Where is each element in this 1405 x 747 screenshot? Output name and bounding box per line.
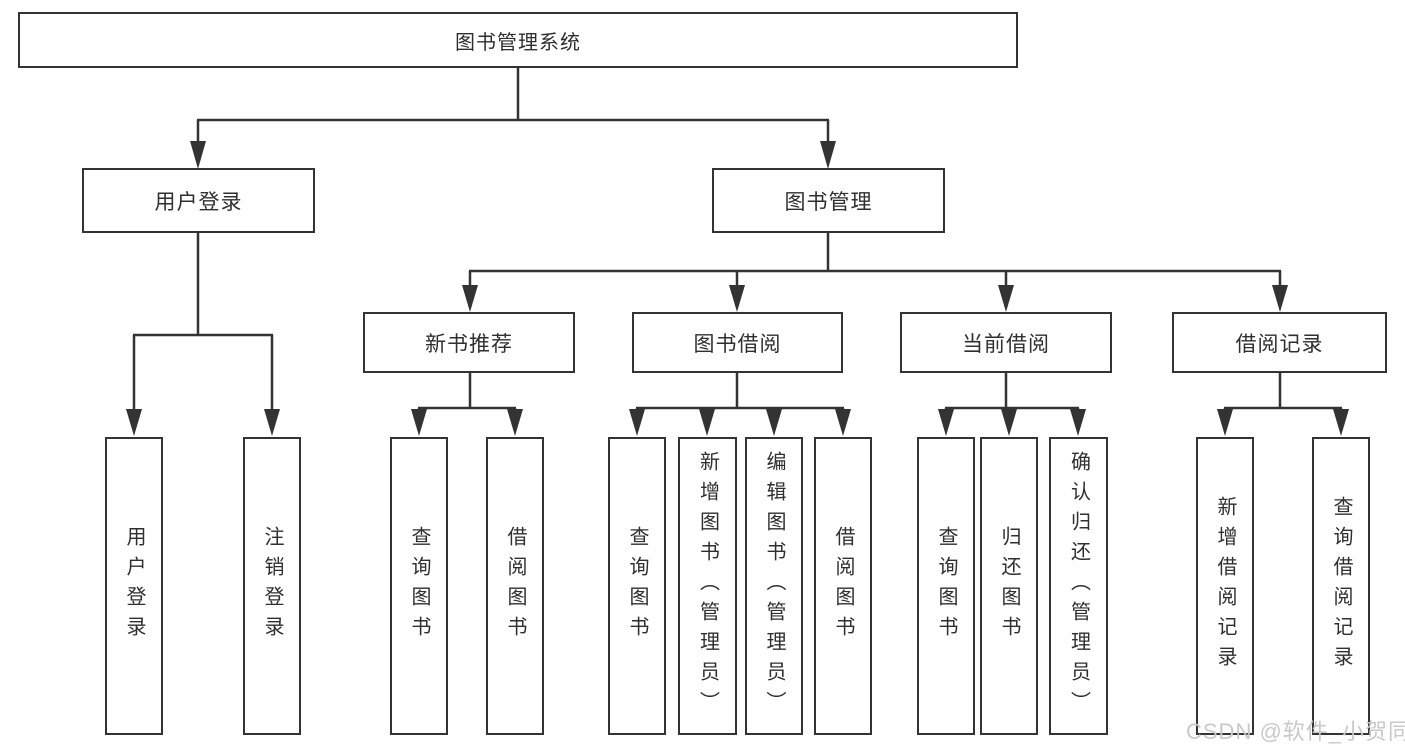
connector-newbook-to-children (417, 373, 517, 413)
arrowhead (462, 285, 478, 312)
leaf-query-books-current: 查询图书 (917, 437, 975, 735)
arrowhead (629, 409, 645, 436)
node-library-management-system: 图书管理系统 (18, 12, 1018, 68)
arrowhead (507, 409, 523, 436)
leaf-query-borrow-record: 查询借阅记录 (1312, 437, 1370, 735)
leaf-borrow-books: 借阅图书 (814, 437, 872, 735)
connector-currentborrow-to-children (944, 373, 1080, 413)
leaf-user-login: 用户登录 (105, 437, 163, 735)
arrowhead (1333, 409, 1349, 436)
connector-userlogin-to-children (132, 233, 274, 411)
arrowhead (1217, 409, 1233, 436)
arrowhead (766, 409, 782, 436)
arrowhead (190, 141, 206, 169)
arrowhead (729, 285, 745, 312)
arrowhead (126, 409, 142, 436)
arrowhead (835, 409, 851, 436)
node-user-login: 用户登录 (82, 168, 315, 233)
csdn-watermark: CSDN @软件_小贺同学 (1186, 719, 1405, 744)
arrowhead (820, 141, 836, 169)
arrowhead (411, 409, 427, 436)
leaf-add-borrow-record: 新增借阅记录 (1196, 437, 1254, 735)
arrowhead (1272, 285, 1288, 312)
node-book-borrowing: 图书借阅 (632, 312, 843, 373)
leaf-return-book: 归还图书 (980, 437, 1038, 735)
connector-root-to-level2 (196, 68, 830, 144)
leaf-query-books-borrow: 查询图书 (608, 437, 666, 735)
leaf-logout: 注销登录 (243, 437, 301, 735)
leaf-confirm-return-admin: 确认归还（管理员） (1049, 437, 1108, 735)
node-new-book-recommend: 新书推荐 (363, 312, 575, 373)
node-current-borrowing: 当前借阅 (900, 312, 1112, 373)
leaf-borrow-books-recommend: 借阅图书 (486, 437, 544, 735)
node-book-management: 图书管理 (712, 168, 945, 233)
arrowhead (264, 409, 280, 436)
leaf-edit-book-admin: 编辑图书（管理员） (745, 437, 803, 735)
arrowhead (699, 409, 715, 436)
arrowhead (1001, 409, 1017, 436)
connector-borrowrecord-to-children (1223, 373, 1343, 413)
node-borrow-records: 借阅记录 (1172, 312, 1387, 373)
connector-bookmgmt-to-level3 (468, 233, 1282, 288)
arrowhead (1070, 409, 1086, 436)
leaf-query-books-recommend: 查询图书 (390, 437, 448, 735)
leaf-add-book-admin: 新增图书（管理员） (678, 437, 737, 735)
connector-bookborrow-to-children (635, 373, 845, 413)
arrowhead (938, 409, 954, 436)
arrowhead (998, 285, 1014, 312)
